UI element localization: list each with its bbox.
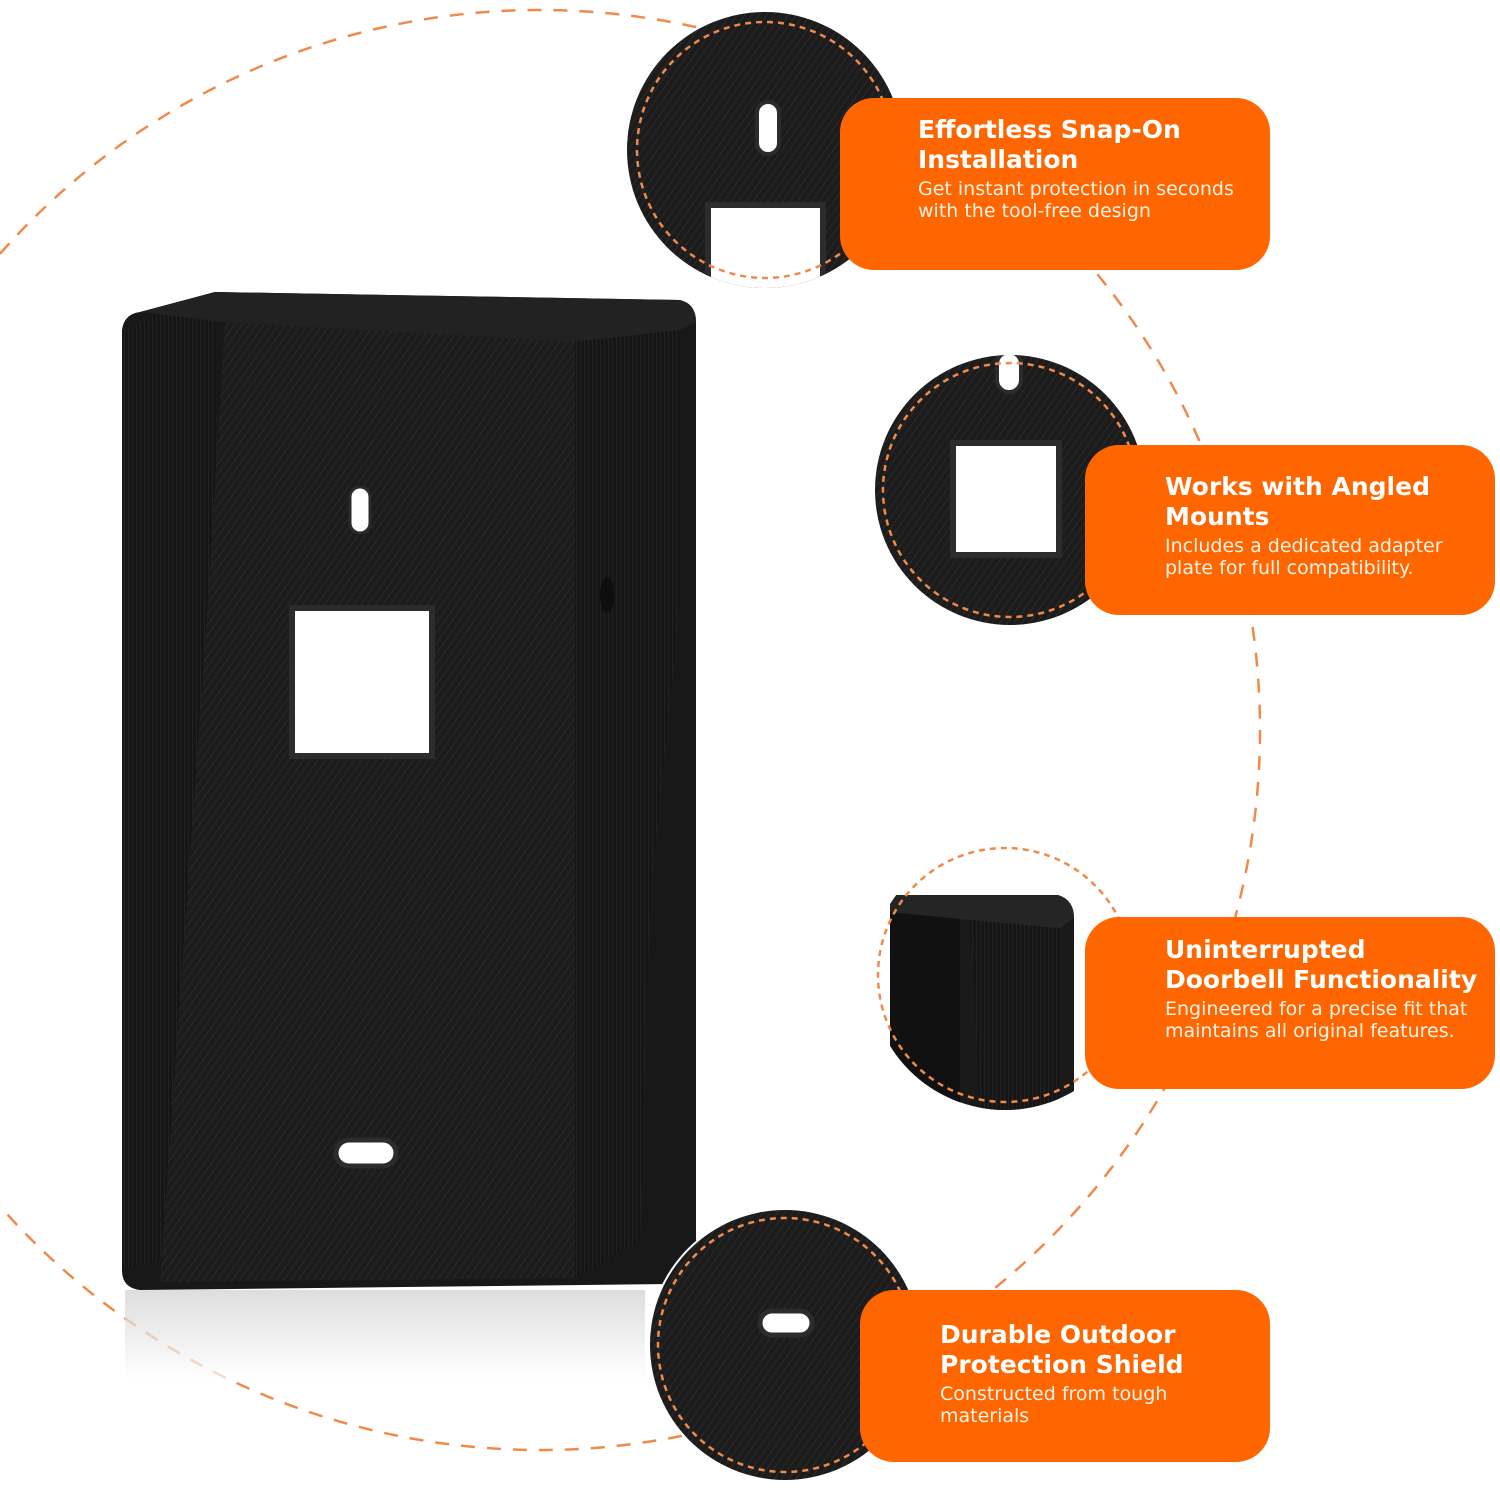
feature-description: Includes a dedicated adapter plate for f…: [1165, 535, 1443, 579]
lower-mount-slot: [333, 1137, 399, 1169]
doorbell-cover-product: [122, 292, 696, 1290]
feature-description: Engineered for a precise fit that mainta…: [1165, 998, 1468, 1042]
upper-mount-slot: [348, 485, 372, 535]
side-screw-hole: [600, 577, 614, 613]
dashed-guide-circle: [0, 8, 1262, 1452]
feature-card-angled-mounts: Works with Angled Mounts Includes a dedi…: [1085, 445, 1495, 615]
feature-card-durable-shield: Durable Outdoor Protection Shield Constr…: [860, 1290, 1270, 1462]
feature-title: Works with Angled Mounts: [1165, 472, 1430, 531]
feature-card-doorbell-functionality: Uninterrupted Doorbell Functionality Eng…: [1085, 917, 1495, 1089]
feature-card-snap-on: Effortless Snap-On Installation Get inst…: [840, 98, 1270, 270]
square-opening: [289, 605, 435, 759]
inset-doorbell-functionality: [868, 838, 1142, 1112]
feature-title: Uninterrupted Doorbell Functionality: [1165, 935, 1478, 994]
product-shadow: [125, 1290, 645, 1380]
feature-title: Durable Outdoor Protection Shield: [940, 1320, 1184, 1379]
feature-title: Effortless Snap-On Installation: [918, 115, 1181, 174]
feature-description: Constructed from tough materials: [940, 1383, 1168, 1427]
feature-description: Get instant protection in seconds with t…: [918, 178, 1234, 222]
